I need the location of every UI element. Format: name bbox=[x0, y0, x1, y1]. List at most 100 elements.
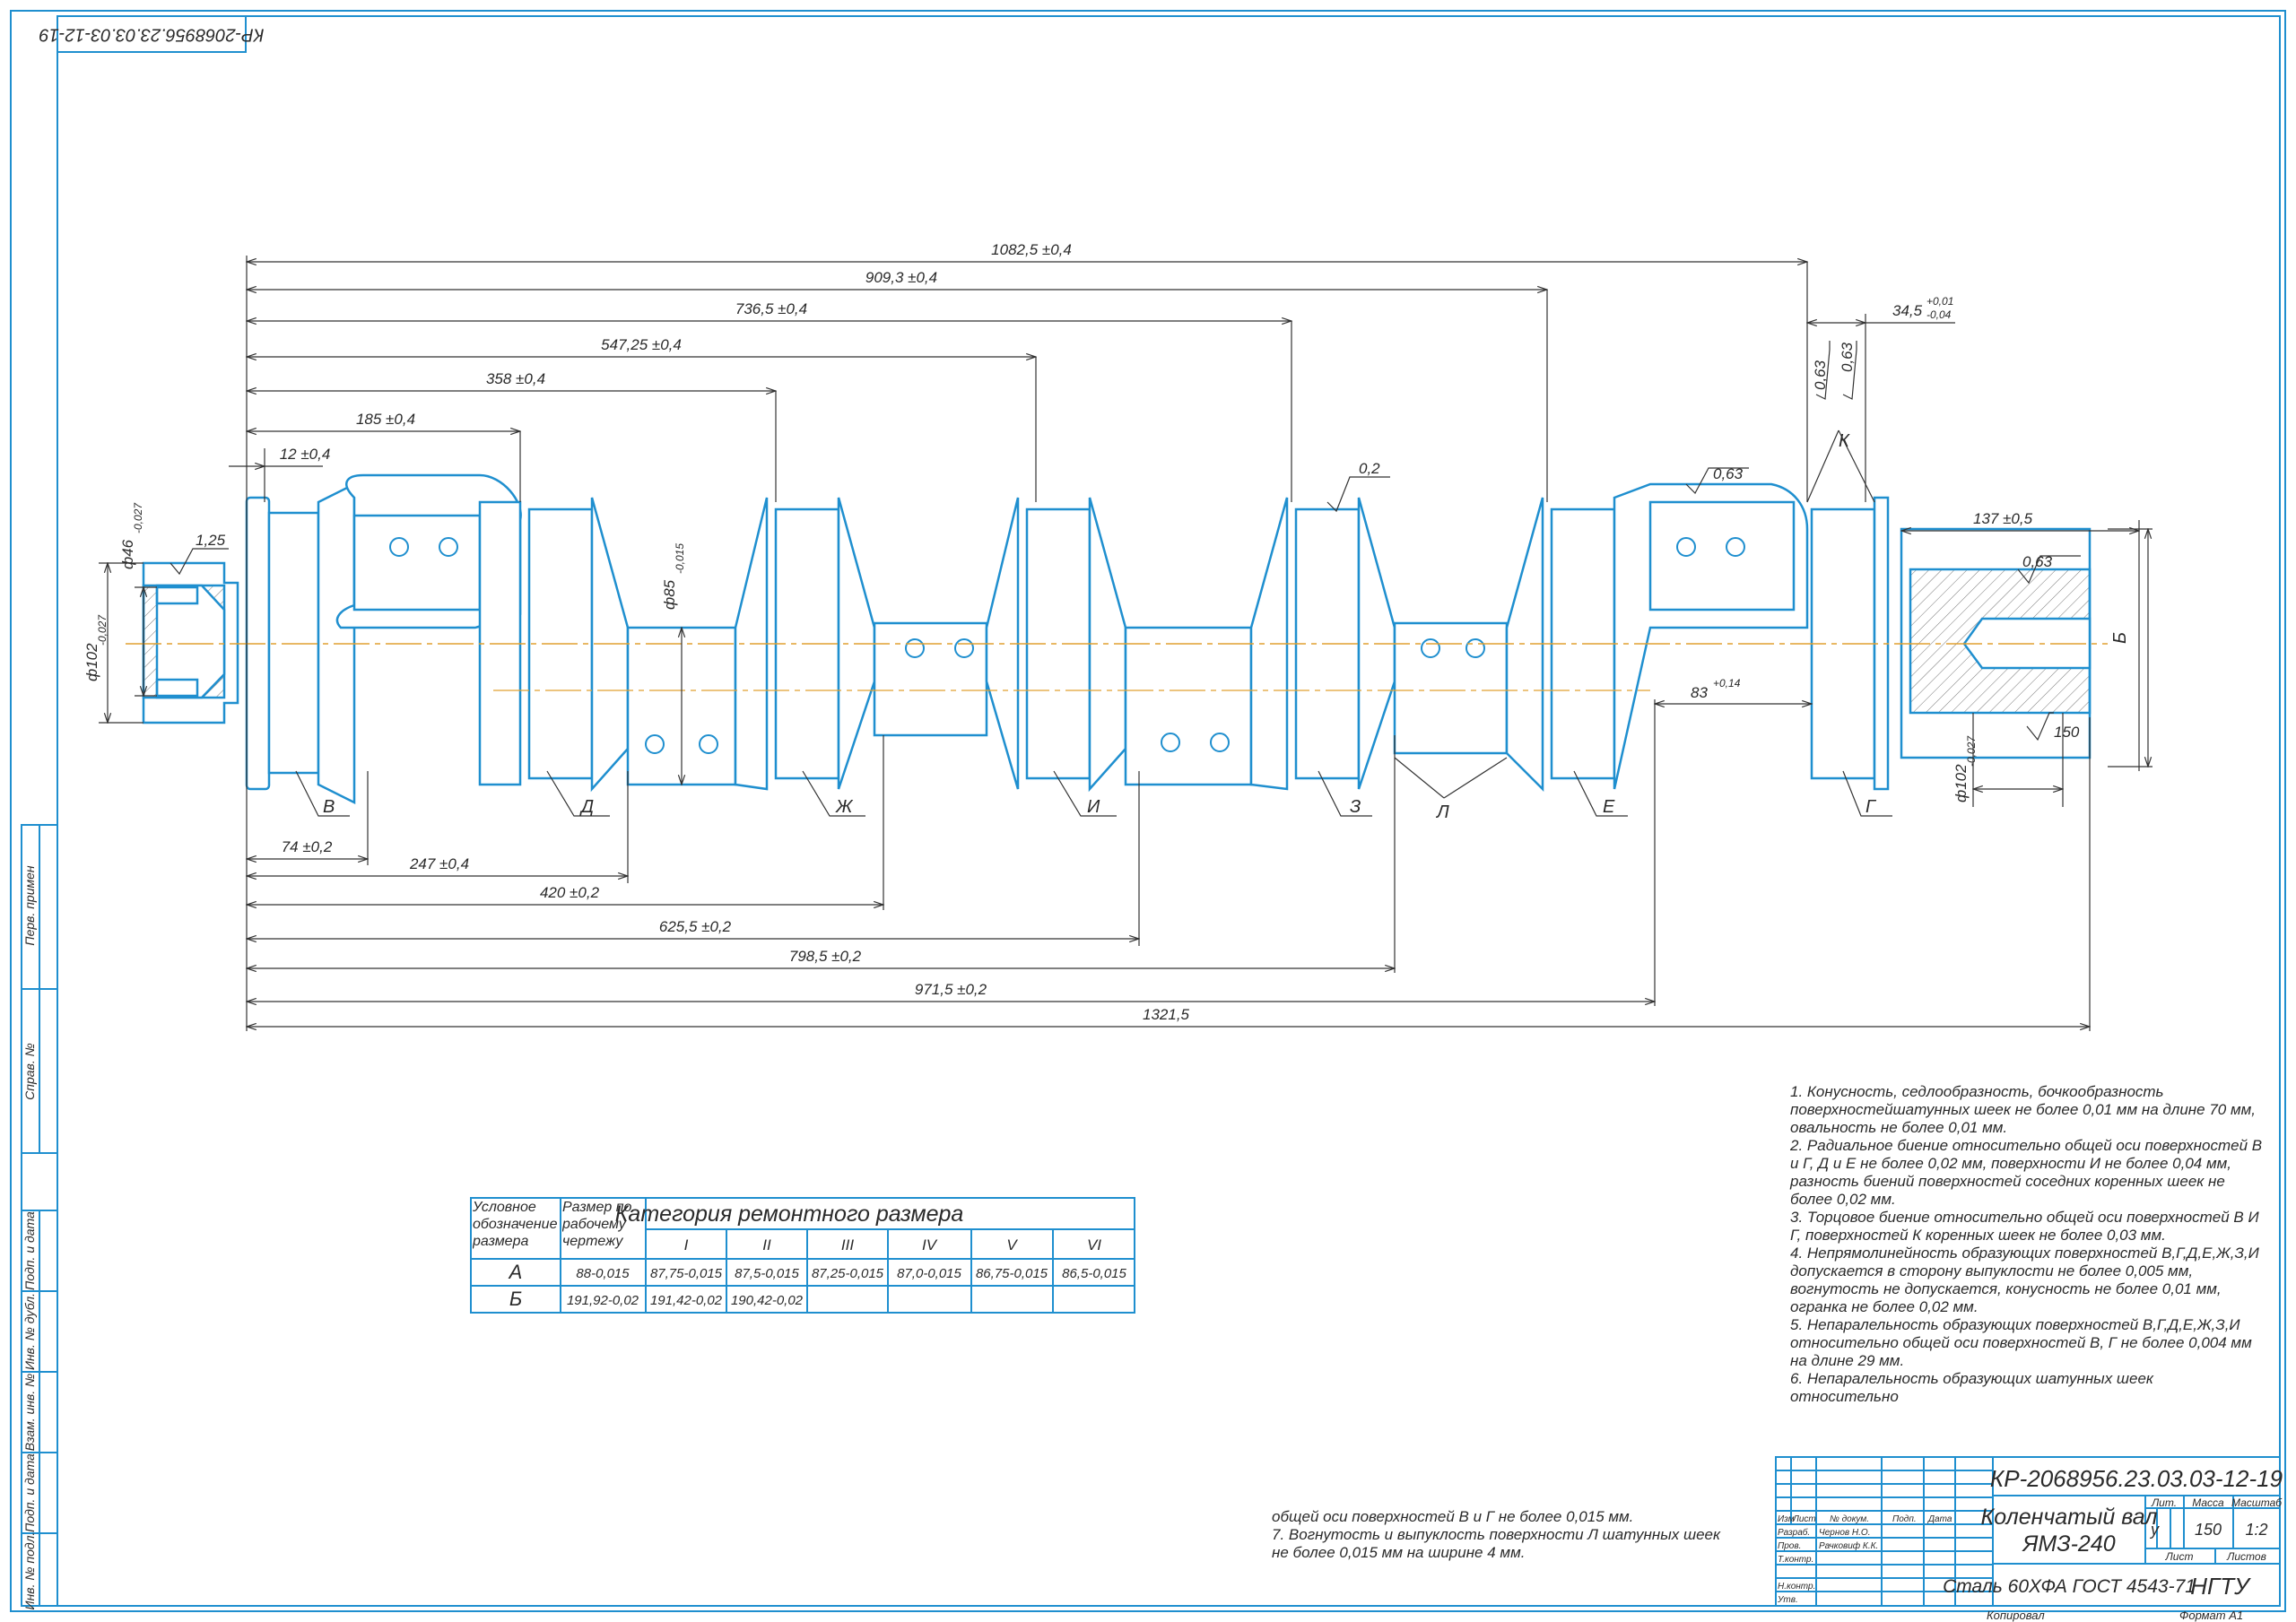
tb-name-2: ЯМЗ-240 bbox=[2021, 1531, 2115, 1557]
crankshaft bbox=[142, 473, 2092, 805]
note-3: 3. Торцовое биение относительно общей ос… bbox=[1790, 1209, 2259, 1244]
dia-102-front-tol: -0,027 bbox=[96, 614, 109, 646]
tb-copied: Копировал bbox=[1987, 1609, 2045, 1622]
tb-sheets-header: Листов bbox=[2226, 1550, 2266, 1563]
dim-247: 247 ±0,4 bbox=[409, 855, 469, 872]
letter-d: Д bbox=[579, 797, 594, 817]
technical-requirements: 1. Конусность, седлообразность, бочкообр… bbox=[1790, 1083, 2266, 1406]
rough-0-63-v1: 0,63 bbox=[1812, 360, 1829, 390]
dim-1321: 1321,5 bbox=[1143, 1006, 1190, 1023]
side-label-vzam: Взам. инв. № bbox=[22, 1374, 37, 1452]
tb-role-tkontr: Т.контр. bbox=[1778, 1555, 1813, 1565]
tb-h-list: Лист bbox=[1792, 1514, 1816, 1524]
dim-909: 909,3 ±0,4 bbox=[865, 269, 937, 286]
side-label-podp1: Подп. и дата bbox=[22, 1211, 37, 1290]
repair-row-a-nominal: 88-0,015 bbox=[576, 1266, 630, 1281]
note-6-cont: общей оси поверхностей В и Г не более 0,… bbox=[1272, 1508, 1634, 1525]
note-6: 6. Непаралельность образующих шатунных ш… bbox=[1790, 1370, 2153, 1405]
tb-h-docum: № докум. bbox=[1830, 1514, 1869, 1524]
side-label-perv: Перв. примен bbox=[22, 865, 37, 945]
note-1: 1. Конусность, седлообразность, бочкообр… bbox=[1790, 1083, 2257, 1136]
repair-row-b-2: 190,42-0,02 bbox=[731, 1293, 804, 1308]
repair-cat-3: III bbox=[841, 1236, 854, 1253]
side-label-podp2: Подп. и дата bbox=[22, 1453, 37, 1532]
letter-i: И bbox=[1087, 797, 1100, 817]
letter-zh: Ж bbox=[835, 797, 854, 817]
dia-46-tol: -0,027 bbox=[132, 502, 144, 533]
tb-person-1: Чернов Н.О. bbox=[1819, 1528, 1870, 1538]
top-stamp: КР-2068956.23.03.03-12-19 bbox=[39, 15, 264, 53]
dim-625: 625,5 ±0,2 bbox=[659, 918, 732, 935]
tb-scale-header: Масштаб bbox=[2231, 1496, 2283, 1509]
dim-798: 798,5 ±0,2 bbox=[789, 948, 862, 965]
title-block bbox=[1775, 1456, 2281, 1607]
dim-736: 736,5 ±0,4 bbox=[735, 300, 807, 317]
repair-row-b-1: 191,42-0,02 bbox=[650, 1293, 723, 1308]
dia-85-tol: -0,015 bbox=[674, 543, 686, 574]
side-label-inv-podl: Инв. № подл. bbox=[22, 1532, 37, 1610]
letter-z: З bbox=[1350, 797, 1361, 817]
repair-row-a-5: 86,75-0,015 bbox=[976, 1266, 1048, 1281]
dim-74: 74 ±0,2 bbox=[282, 838, 333, 855]
tb-lit: у bbox=[2149, 1521, 2160, 1539]
rough-0-63-v2: 0,63 bbox=[1839, 342, 1856, 372]
repair-cat-1: I bbox=[684, 1236, 689, 1253]
tb-person-2: Рачковиф К.К. bbox=[1819, 1540, 1878, 1551]
oil-holes bbox=[389, 537, 1745, 754]
tb-mass-header: Масса bbox=[2192, 1496, 2224, 1509]
tb-role-razrab: Разраб. bbox=[1778, 1527, 1810, 1538]
repair-row-a-3: 87,25-0,015 bbox=[812, 1266, 884, 1281]
dia-102-rear: ф102 bbox=[1952, 764, 1970, 802]
dim-420: 420 ±0,2 bbox=[540, 884, 600, 901]
letter-g: Г bbox=[1866, 797, 1877, 817]
repair-cat-2: II bbox=[762, 1236, 771, 1253]
tb-org: НГТУ bbox=[2190, 1573, 2251, 1600]
repair-header-nominal: Размер по рабочему чертежу bbox=[562, 1200, 632, 1249]
repair-cat-5: V bbox=[1006, 1236, 1018, 1253]
dia-46: ф46 bbox=[119, 539, 136, 569]
dim-34-5-upper: +0,01 bbox=[1926, 295, 1953, 308]
outer-frame bbox=[10, 10, 2286, 1612]
dia-102-rear-tol: -0,027 bbox=[1965, 735, 1978, 767]
note-5: 5. Непаралельность образующих поверхност… bbox=[1790, 1316, 2252, 1369]
side-table bbox=[21, 824, 58, 1607]
tb-role-nkontr: Н.контр. bbox=[1778, 1582, 1815, 1592]
dim-12: 12 ±0,4 bbox=[280, 446, 331, 463]
letter-l: Л bbox=[1435, 802, 1449, 822]
tb-format: Формат А1 bbox=[2179, 1609, 2243, 1622]
repair-row-a-label: А bbox=[508, 1261, 523, 1283]
repair-header-category: Категория ремонтного размера bbox=[615, 1201, 964, 1227]
rough-0-63-flange: 0,63 bbox=[2022, 553, 2053, 570]
dim-83-upper: +0,14 bbox=[1713, 677, 1741, 690]
dim-83: 83 bbox=[1691, 684, 1708, 701]
tb-h-data: Дата bbox=[1927, 1514, 1952, 1524]
tb-h-izm: Изм bbox=[1778, 1514, 1795, 1524]
repair-cat-4: IV bbox=[922, 1236, 938, 1253]
dim-137: 137 ±0,5 bbox=[1973, 510, 2033, 527]
tb-material: Сталь 60ХФА ГОСТ 4543-71 bbox=[1943, 1576, 2196, 1597]
dimension-lines bbox=[99, 256, 2152, 1031]
tb-h-podp: Подп. bbox=[1892, 1514, 1917, 1524]
rough-0-2: 0,2 bbox=[1359, 460, 1380, 477]
dia-85: ф85 bbox=[661, 579, 678, 610]
letter-b: Б bbox=[2110, 632, 2130, 644]
repair-table bbox=[470, 1197, 1135, 1314]
repair-cat-6: VI bbox=[1087, 1236, 1101, 1253]
tb-role-utv: Утв. bbox=[1777, 1595, 1798, 1605]
rough-1-25: 1,25 bbox=[196, 532, 226, 549]
note-4: 4. Непрямолинейность образующих поверхно… bbox=[1790, 1245, 2259, 1315]
note-7: 7. Вогнутость и выпуклость поверхности Л… bbox=[1272, 1526, 1721, 1561]
repair-header-designation: Условное обозначение размера bbox=[473, 1200, 558, 1249]
repair-row-b-nominal: 191,92-0,02 bbox=[567, 1293, 639, 1308]
dim-358: 358 ±0,4 bbox=[486, 370, 545, 387]
letter-k: К bbox=[1839, 431, 1850, 451]
dim-34-5: 34,5 bbox=[1892, 302, 1923, 319]
tb-scale: 1:2 bbox=[2245, 1521, 2267, 1539]
inner-frame bbox=[57, 15, 2281, 1607]
repair-row-a-4: 87,0-0,015 bbox=[897, 1266, 961, 1281]
tb-sheet-header: Лист bbox=[2165, 1550, 2194, 1563]
tb-role-prov: Пров. bbox=[1778, 1541, 1801, 1551]
tb-lit-header: Лит. bbox=[2151, 1496, 2177, 1509]
repair-row-a-2: 87,5-0,015 bbox=[735, 1266, 799, 1281]
